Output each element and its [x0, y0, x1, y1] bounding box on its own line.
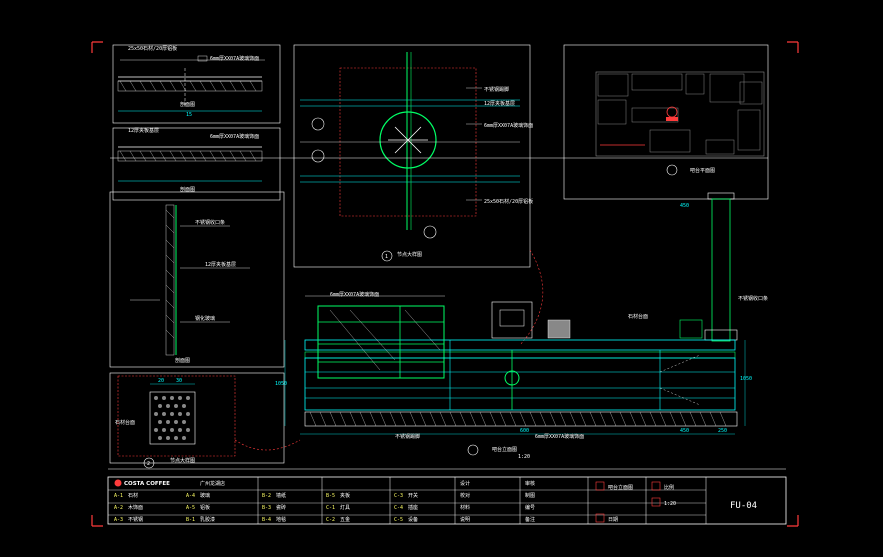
detail-number: 2 [147, 461, 150, 467]
elevation-marker [467, 444, 479, 456]
legend-code: A-2 [114, 505, 123, 511]
callout-text: 25x50石材/20厚铝板 [484, 198, 533, 205]
callout-text: 6mm厚XX07A玻璃饰面 [535, 433, 584, 440]
legend-text: 墙纸 [276, 492, 286, 499]
callout-text: 12厚夹板基层 [128, 127, 159, 134]
legend-code: C-4 [394, 505, 403, 511]
dimension-text: 15 [186, 112, 192, 118]
view-label: 剖面图 [180, 186, 195, 193]
legend-code: B-1 [186, 517, 195, 523]
callout-text: 6mm厚XX07A玻璃饰面 [484, 122, 533, 129]
title-cell: 校对 [460, 492, 470, 499]
callout-text: 6mm厚XX07A玻璃饰面 [210, 133, 259, 140]
callout-text: 石材台面 [115, 419, 135, 426]
scale-text: 1:20 [518, 454, 530, 460]
scale-value: 1:20 [664, 501, 676, 507]
callout-text: 不锈钢踢脚 [395, 433, 420, 440]
legend-code: B-2 [262, 493, 271, 499]
callout-text: 6mm厚XX07A玻璃饰面 [330, 291, 379, 298]
legend-code: A-1 [114, 493, 123, 499]
legend-text: 灯具 [340, 504, 350, 511]
title-cell: 审核 [525, 480, 535, 487]
legend-text: 五金 [340, 516, 350, 523]
detail-plan-2: 20 30 石材台面 2 节点大样图 [109, 372, 285, 469]
elevation-view: 1050 1050 450 250 600 6mm厚XX07A玻璃饰面 石材台面… [275, 192, 768, 460]
crop-marks [91, 41, 799, 527]
brand-name: COSTA COFFEE [124, 481, 170, 487]
key-plan: 吧台平面图 450 [563, 44, 769, 209]
view-label: 剖面图 [180, 101, 195, 108]
dimension-text: 600 [520, 428, 529, 434]
legend-code: B-4 [262, 517, 271, 523]
date-label: 日期 [608, 517, 618, 523]
detail-marker [143, 457, 155, 469]
legend-text: 瓷砖 [276, 504, 286, 511]
drawing-title: 吧台立面图 [608, 484, 633, 491]
legend-code: A-5 [186, 505, 195, 511]
section-side: 不锈钢收口条 12厚夹板基层 钢化玻璃 剖面图 [109, 191, 285, 368]
title-cell: 设计 [460, 480, 470, 487]
title-cell: 材料 [460, 504, 470, 511]
dimension-text: 450 [680, 203, 689, 209]
dimension-text: 450 [680, 428, 689, 434]
legend-code: B-3 [262, 505, 271, 511]
legend-text: 插座 [408, 504, 418, 511]
dimension-text: 20 [158, 378, 164, 384]
legend-code: C-3 [394, 493, 403, 499]
legend-text: 玻璃 [200, 492, 210, 499]
callout-text: 不锈钢踢脚 [484, 86, 509, 93]
sheet-number: FU-04 [730, 501, 757, 511]
detail-marker [381, 250, 393, 262]
legend-code: C-5 [394, 517, 403, 523]
legend-code: A-3 [114, 517, 123, 523]
legend-text: 夹板 [340, 492, 350, 499]
title-cell: 制图 [525, 492, 535, 499]
view-label: 剖面图 [175, 357, 190, 364]
detail-plan-1: 不锈钢踢脚 12厚夹板基层 6mm厚XX07A玻璃饰面 25x50石材/20厚铝… [293, 44, 533, 268]
title-cell: 备注 [525, 516, 535, 523]
legend-text: 开关 [408, 492, 418, 499]
section-top-1: 25x50石材/20厚铝板 6mm厚XX07A玻璃饰面 15 剖面图 [112, 44, 281, 124]
callout-text: 25x50石材/20厚铝板 [128, 45, 177, 52]
legend-code: A-4 [186, 493, 195, 499]
title-block: COSTA COFFEE 广州龙湖店 A-1 石材 A-2 木饰面 A-3 不锈… [108, 477, 757, 524]
dimension-text: 250 [718, 428, 727, 434]
view-label: 节点大样图 [170, 457, 195, 464]
detail-link-arc [234, 439, 301, 451]
legend-code: B-5 [326, 493, 335, 499]
view-label: 吧台平面图 [690, 167, 715, 174]
title-cell: 说明 [460, 516, 470, 523]
legend-code: C-1 [326, 505, 335, 511]
legend-text: 木饰面 [128, 504, 143, 511]
callout-text: 不锈钢收口条 [195, 219, 225, 226]
detail-link-arc [519, 249, 544, 346]
legend-text: 石材 [128, 492, 138, 499]
scale-label: 比例 [664, 484, 674, 491]
project-label: 广州龙湖店 [200, 480, 225, 487]
legend-text: 乳胶漆 [200, 516, 215, 523]
detail-number: 1 [385, 254, 388, 260]
dimension-text: 30 [176, 378, 182, 384]
dimension-text: 1050 [740, 376, 752, 382]
section-top-2: 12厚夹板基层 6mm厚XX07A玻璃饰面 剖面图 [112, 127, 281, 201]
view-label: 节点大样图 [397, 251, 422, 258]
callout-text: 12厚夹板基层 [205, 261, 236, 268]
callout-text: 钢化玻璃 [195, 315, 215, 322]
legend-text: 地毯 [276, 516, 286, 523]
legend-code: C-2 [326, 517, 335, 523]
callout-text: 12厚夹板基层 [484, 100, 515, 107]
legend-text: 铝板 [200, 504, 210, 511]
title-cell: 编号 [525, 504, 535, 511]
callout-text: 不锈钢收口条 [738, 295, 768, 302]
view-label: 吧台立面图 [492, 446, 517, 453]
callout-text: 6mm厚XX07A玻璃饰面 [210, 55, 259, 62]
legend-text: 不锈钢 [128, 516, 143, 523]
sheet-frame [107, 476, 787, 525]
legend-text: 设备 [408, 516, 418, 523]
callout-text: 石材台面 [628, 313, 648, 320]
dimension-text: 1050 [275, 381, 287, 387]
brand-logo-icon [114, 479, 122, 487]
